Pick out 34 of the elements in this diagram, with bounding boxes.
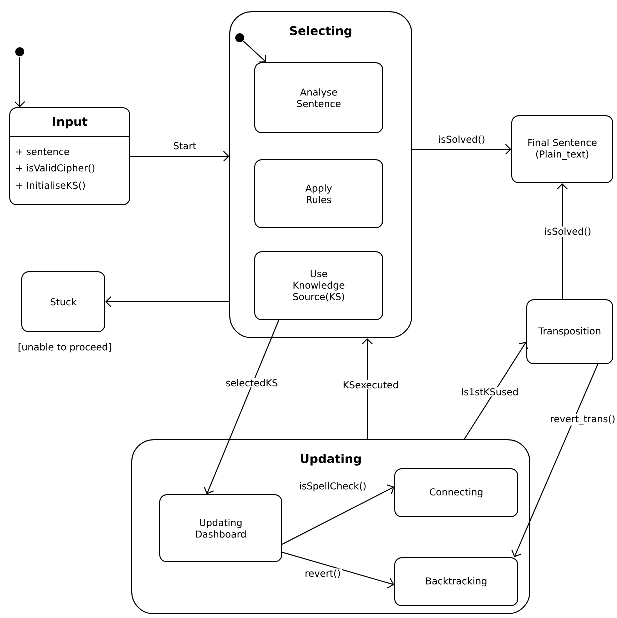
state-box: Connecting	[394, 468, 518, 518]
state-box: Transposition	[526, 300, 614, 364]
state-box: Stuck	[22, 272, 106, 332]
state-box: Use Knowledge Source(KS)	[254, 252, 384, 320]
arrow	[282, 552, 394, 589]
edge-label: revert()	[304, 568, 342, 580]
edge-label: isSpellCheck()	[298, 481, 368, 493]
initial-dot	[16, 48, 24, 56]
edge-label: Start	[172, 141, 198, 151]
arrow	[204, 320, 280, 494]
state-box: Final Sentence (Plain_text)	[512, 116, 614, 184]
edge-label: Is1stKSused	[460, 387, 520, 397]
edge-label: selectedKS	[224, 378, 280, 388]
edge-label: KSexecuted	[342, 380, 400, 390]
arrow	[412, 144, 512, 155]
state-box: Apply Rules	[254, 160, 384, 228]
state-box: Analyse Sentence	[254, 62, 384, 134]
state-box: Backtracking	[394, 558, 518, 606]
edge-label: revert_trans()	[549, 414, 617, 426]
class-box: Input + sentence + isValidCipher() + InitialiseKS()	[10, 108, 130, 206]
arrow	[512, 364, 598, 558]
arrow	[557, 184, 568, 300]
edge-label: isSolved()	[438, 134, 486, 146]
arrow	[282, 484, 394, 545]
guard-text: [unable to proceed]	[18, 343, 112, 353]
edge-label: isSolved()	[544, 226, 592, 238]
arrow	[106, 296, 230, 308]
arrow	[14, 56, 26, 108]
arrow	[362, 338, 373, 440]
arrow	[243, 40, 266, 63]
initial-dot	[236, 34, 244, 42]
arrow	[464, 342, 528, 440]
state-box: Updating Dashboard	[160, 494, 282, 562]
arrow	[130, 151, 230, 162]
